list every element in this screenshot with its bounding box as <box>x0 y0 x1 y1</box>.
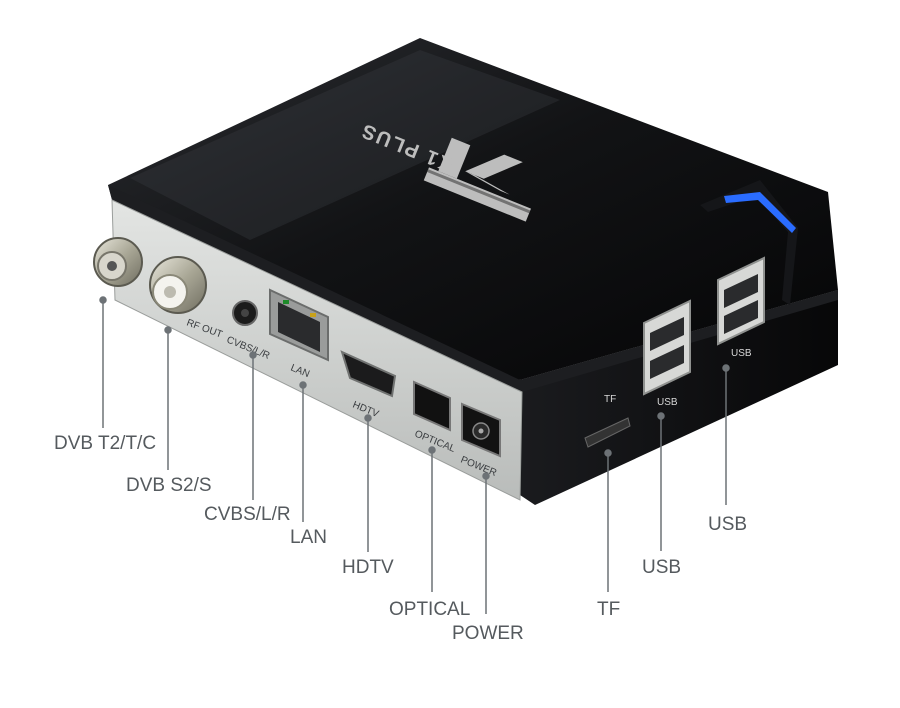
box-right-side <box>520 290 838 505</box>
power-jack <box>461 402 501 458</box>
usb-side-label-1: USB <box>657 397 678 408</box>
callout-dvb-s2: DVB S2/S <box>126 475 212 496</box>
callout-usb-2: USB <box>708 514 748 535</box>
usb-side-label-2: USB <box>731 348 752 359</box>
usb-block-2 <box>717 256 765 346</box>
tf-slot <box>584 417 631 448</box>
tf-port-label: TF <box>604 394 616 405</box>
callout-lan: LAN <box>290 527 327 548</box>
usb-block-1 <box>643 299 691 396</box>
callout-cvbs: CVBS/L/R <box>204 504 291 525</box>
hdmi-port <box>340 350 397 398</box>
box-top-highlight <box>130 50 560 240</box>
lan-port <box>269 288 329 362</box>
rf-connector-out <box>149 256 207 314</box>
cvbs-jack <box>232 300 258 326</box>
optical-port <box>413 380 451 432</box>
logo-mark <box>423 137 531 222</box>
callout-power: POWER <box>452 623 524 644</box>
callout-leaders <box>99 296 730 614</box>
callout-tf: TF <box>597 599 621 620</box>
rf-connector-in <box>93 237 143 287</box>
callout-optical: OPTICAL <box>389 599 471 620</box>
status-led <box>724 192 796 233</box>
callout-hdtv: HDTV <box>342 557 394 578</box>
callout-dvb-t2: DVB T2/T/C <box>54 433 157 454</box>
callout-usb-1: USB <box>642 557 682 578</box>
